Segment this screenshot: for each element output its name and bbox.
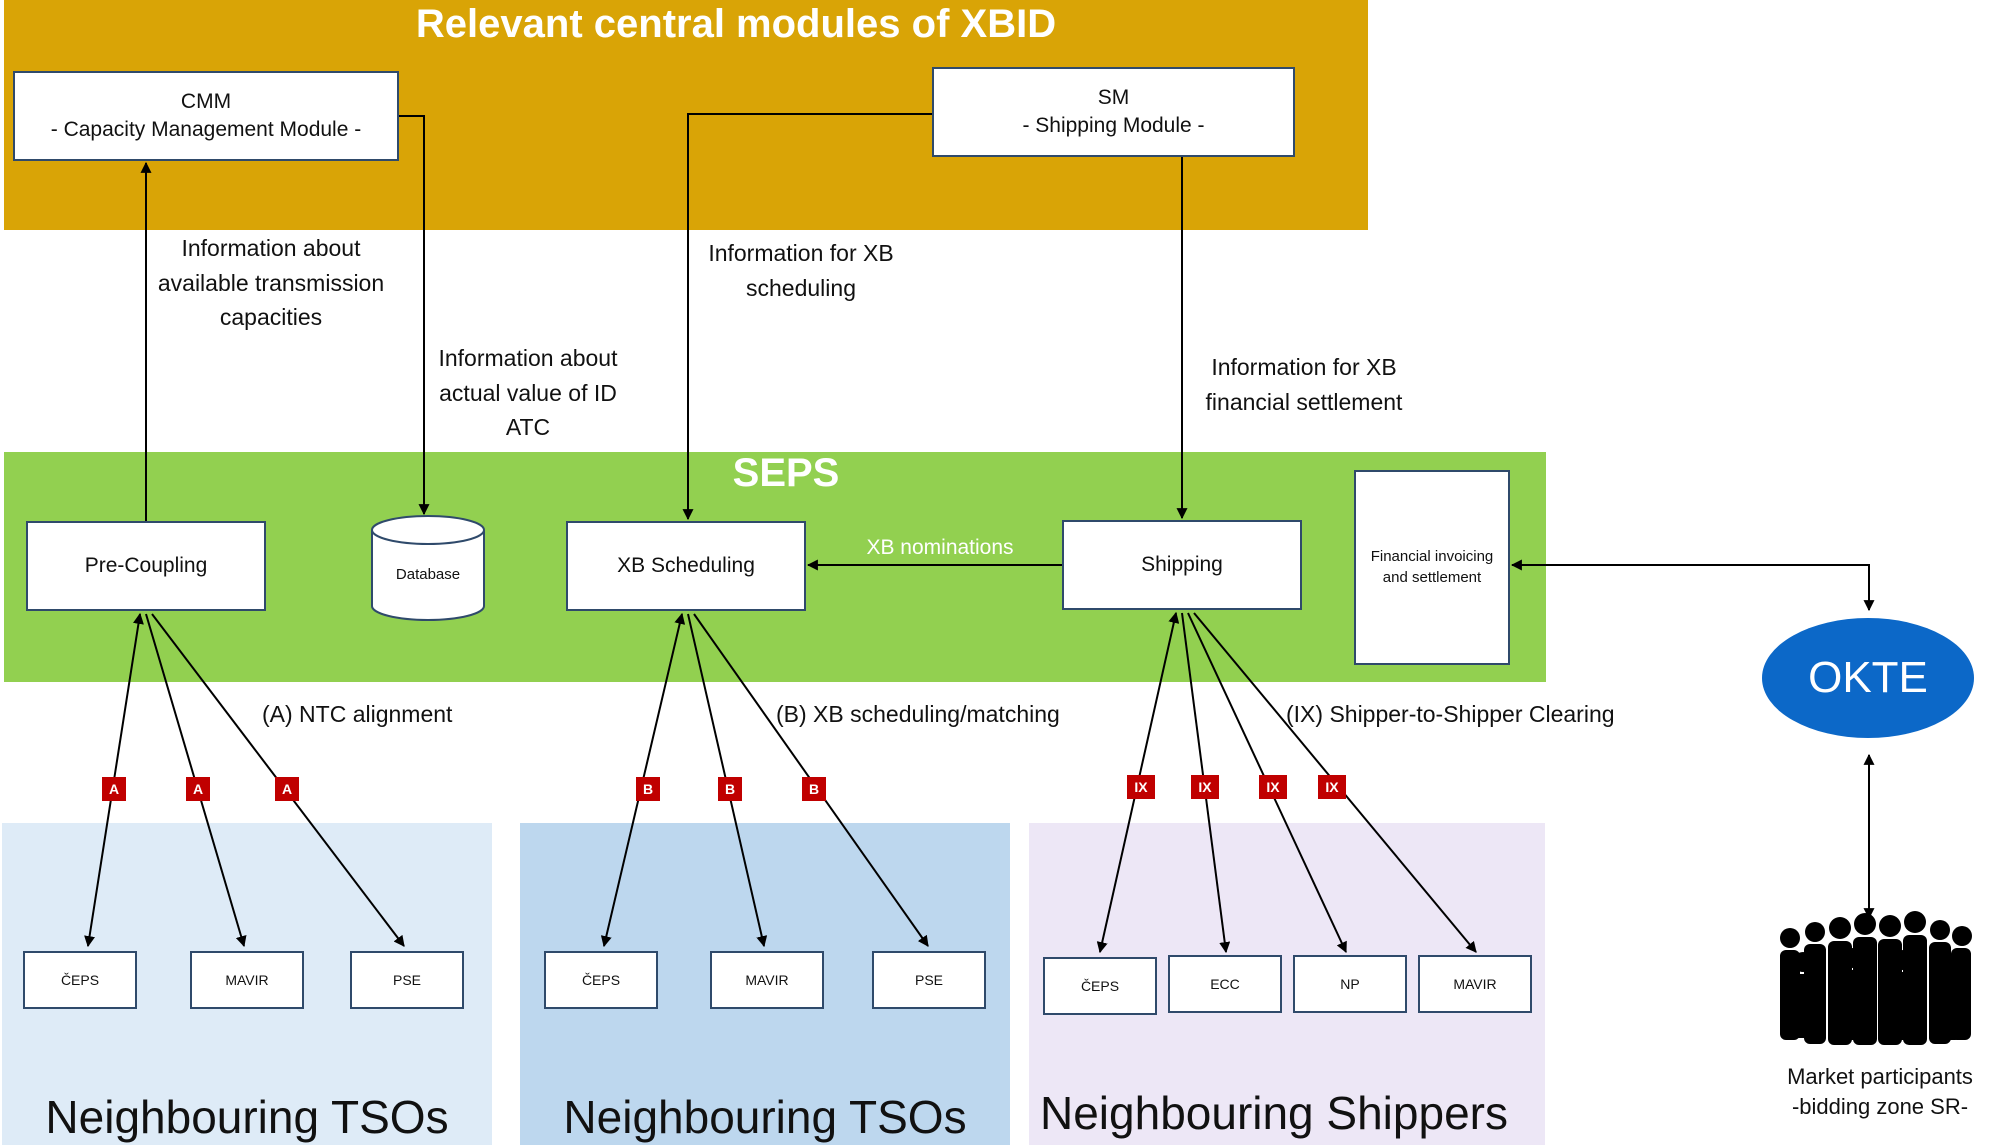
tag-b-ceps: B xyxy=(636,777,660,801)
label-info-xb-settlement: Information for XB financial settlement xyxy=(1205,354,1403,415)
shipper-np-label: NP xyxy=(1340,975,1360,992)
financial-label: Financial invoicing and settlement xyxy=(1370,548,1494,586)
tso1-mavir-box: MAVIR xyxy=(190,951,304,1009)
tag-a-pse: A xyxy=(275,777,299,801)
tag-a-ceps: A xyxy=(102,777,126,801)
market-line2: -bidding zone SR- xyxy=(1791,1093,1969,1119)
shipping-box: Shipping xyxy=(1062,520,1302,610)
database-label: Database xyxy=(395,566,461,583)
okte-ellipse: OKTE xyxy=(1762,618,1974,738)
sm-box: SM - Shipping Module - xyxy=(932,67,1295,157)
tso1-pse-label: PSE xyxy=(392,971,421,988)
tag-ix-mavir: IX xyxy=(1318,775,1346,799)
xbscheduling-label: XB Scheduling xyxy=(617,553,755,577)
tso1-pse-box: PSE xyxy=(350,951,464,1009)
okte-label: OKTE xyxy=(1808,653,1928,702)
tso1-ceps-label: ČEPS xyxy=(60,971,100,988)
shipper-ecc-label: ECC xyxy=(1210,975,1240,992)
tso2-mavir-label: MAVIR xyxy=(745,971,789,988)
tag-a-mavir: A xyxy=(186,777,210,801)
tsos1-title: Neighbouring TSOs xyxy=(45,1091,449,1143)
cmm-name: CMM xyxy=(180,89,232,113)
shipper-ceps-box: ČEPS xyxy=(1043,957,1157,1015)
cmm-box: CMM - Capacity Management Module - xyxy=(13,71,399,161)
tso2-ceps-box: ČEPS xyxy=(544,951,658,1009)
shipper-mavir-label: MAVIR xyxy=(1453,975,1497,992)
xbscheduling-box: XB Scheduling xyxy=(566,521,806,611)
tso2-mavir-box: MAVIR xyxy=(710,951,824,1009)
tso2-pse-box: PSE xyxy=(872,951,986,1009)
tag-b-pse: B xyxy=(802,777,826,801)
sm-description: - Shipping Module - xyxy=(1022,114,1205,137)
precoupling-label: Pre-Coupling xyxy=(84,553,208,577)
tso2-pse-label: PSE xyxy=(914,971,943,988)
xbid-title: Relevant central modules of XBID xyxy=(415,2,1057,46)
label-ntc-alignment: (A) NTC alignment xyxy=(262,701,453,727)
shipper-mavir-box: MAVIR xyxy=(1418,955,1532,1013)
financial-box: Financial invoicing and settlement xyxy=(1354,470,1510,665)
label-shipper-clearing: (IX) Shipper-to-Shipper Clearing xyxy=(1286,701,1615,727)
market-participants-label: Market participants -bidding zone SR- xyxy=(1760,1062,2000,1121)
tag-ix-ceps: IX xyxy=(1127,775,1155,799)
shippers-title: Neighbouring Shippers xyxy=(1040,1087,1508,1139)
label-info-atc: Information about actual value of ID ATC xyxy=(438,345,618,440)
tso2-ceps-label: ČEPS xyxy=(581,971,621,988)
tso1-mavir-label: MAVIR xyxy=(225,971,269,988)
tag-ix-np: IX xyxy=(1259,775,1287,799)
tag-b-mavir: B xyxy=(718,777,742,801)
seps-title: SEPS xyxy=(732,451,840,495)
label-info-xb-scheduling: Information for XB scheduling xyxy=(708,240,894,301)
label-info-capacities: Information about available transmission… xyxy=(157,235,385,330)
precoupling-box: Pre-Coupling xyxy=(26,521,266,611)
shipper-ceps-label: ČEPS xyxy=(1080,977,1120,994)
sm-name: SM xyxy=(1097,85,1130,109)
tag-ix-ecc: IX xyxy=(1191,775,1219,799)
tsos2-title: Neighbouring TSOs xyxy=(563,1091,967,1143)
shipping-label: Shipping xyxy=(1141,552,1223,576)
market-line1: Market participants xyxy=(1787,1064,1973,1089)
shipper-np-box: NP xyxy=(1293,955,1407,1013)
cmm-description: - Capacity Management Module - xyxy=(50,118,362,141)
shipper-ecc-box: ECC xyxy=(1168,955,1282,1013)
label-xb-matching: (B) XB scheduling/matching xyxy=(776,701,1060,727)
tso1-ceps-box: ČEPS xyxy=(23,951,137,1009)
label-xb-nominations: XB nominations xyxy=(866,536,1014,559)
